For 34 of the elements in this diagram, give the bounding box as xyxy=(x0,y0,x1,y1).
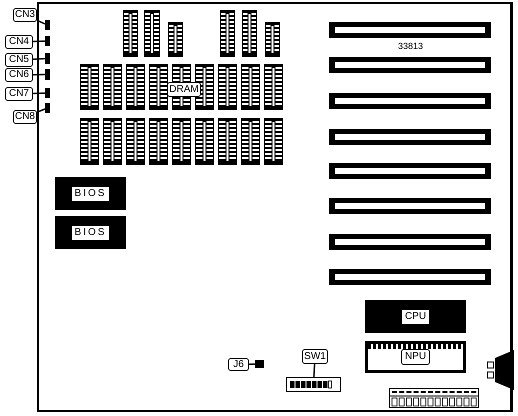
pin-header xyxy=(45,69,50,80)
pin-header xyxy=(45,36,50,46)
leader-line xyxy=(32,92,46,94)
callout-label: CN7 xyxy=(5,87,33,101)
leader-line xyxy=(36,108,46,113)
callout-label: SW1 xyxy=(302,349,328,364)
bios-chip xyxy=(55,216,126,249)
callout-label: CN8 xyxy=(13,110,37,124)
callout-label: J6 xyxy=(228,358,249,371)
bios-chip xyxy=(55,177,126,210)
chip-label: BIOS xyxy=(72,226,110,240)
leader-line xyxy=(32,74,46,76)
leader-line xyxy=(32,58,46,60)
pin-header xyxy=(255,360,264,368)
pin-header xyxy=(45,103,50,113)
leader-line xyxy=(32,40,46,42)
leader-line xyxy=(313,364,316,378)
leader-line xyxy=(36,20,46,25)
part-number: 33813 xyxy=(398,42,424,51)
chip-label: CPU xyxy=(402,310,430,324)
pin-header xyxy=(45,53,50,64)
chip-label: NPU xyxy=(400,349,430,365)
leader-line xyxy=(248,363,256,365)
dip-switch xyxy=(286,377,341,392)
callout-label: CN5 xyxy=(5,53,33,67)
pin-header xyxy=(45,88,50,98)
chip-label: BIOS xyxy=(72,186,110,200)
cpu-chip xyxy=(365,300,466,333)
callout-label: CN4 xyxy=(5,35,33,49)
npu-chip xyxy=(365,341,466,373)
callout-label: CN3 xyxy=(13,8,37,22)
callout-label: CN6 xyxy=(5,68,33,82)
pin-header xyxy=(45,20,50,30)
callout-label: DRAM xyxy=(167,82,201,97)
